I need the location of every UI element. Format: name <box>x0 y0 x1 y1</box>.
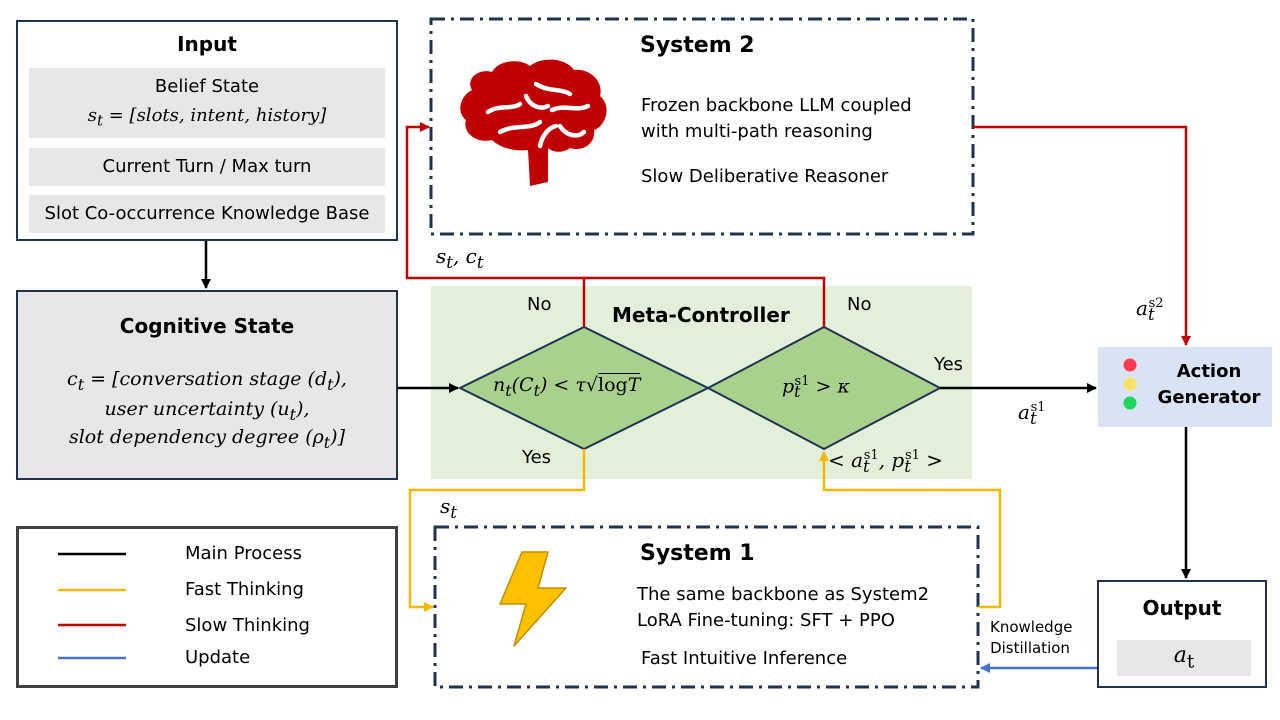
no-label-2: No <box>847 294 872 315</box>
edge-label-a-s1: ats1 <box>1018 400 1046 428</box>
system1-to-confidence-arrow <box>819 451 1002 609</box>
current-turn-label: Current Turn / Max turn <box>102 156 312 177</box>
pair-label: < ats1, pts1 > <box>828 448 944 476</box>
legend-label-fast: Fast Thinking <box>185 579 304 600</box>
system1-box <box>433 525 980 689</box>
action-generator-line1: Action <box>1176 361 1242 382</box>
cognitive-state-box: Cognitive State ct = [conversation stage… <box>16 290 398 480</box>
slow-path-branch-2 <box>584 276 826 327</box>
legend-label-update: Update <box>185 647 251 668</box>
output-box: Output at <box>1097 580 1267 688</box>
fast-path-to-system1 <box>408 449 586 612</box>
system2-desc2: with multi-path reasoning <box>641 121 873 142</box>
belief-state-panel: Belief State st = [slots, intent, histor… <box>29 68 385 138</box>
system2-to-action-arrow <box>973 125 1191 346</box>
knowledge-distillation-label-2: Distillation <box>990 639 1070 657</box>
cognitive-state-title: Cognitive State <box>119 314 295 338</box>
system2-desc1: Frozen backbone LLM coupled <box>641 95 912 116</box>
output-title: Output <box>1142 596 1222 620</box>
legend-label-main: Main Process <box>185 543 302 564</box>
edge-label-st-ct: st, ct <box>436 244 484 272</box>
meta-controller-title: Meta-Controller <box>612 303 790 327</box>
output-value: at <box>1117 640 1251 676</box>
current-turn-panel: Current Turn / Max turn <box>29 148 385 186</box>
knowledge-base-label: Slot Co-occurrence Knowledge Base <box>44 203 370 224</box>
input-box: Input Belief State st = [slots, intent, … <box>16 20 398 241</box>
edge-label-st: st <box>440 494 457 522</box>
action-generator-line2: Generator <box>1157 387 1261 408</box>
belief-state-formula: st = [slots, intent, history] <box>87 105 327 130</box>
cognitive-state-line3: slot dependency degree (ρt)] <box>68 426 345 452</box>
slow-path-to-system2 <box>405 122 586 327</box>
cognitive-state-line1: ct = [conversation stage (dt), <box>67 368 347 394</box>
edge-label-a-s2: ats2 <box>1136 296 1164 324</box>
system2-title: System 2 <box>640 33 755 58</box>
belief-state-label: Belief State <box>154 76 260 97</box>
system1-desc2: LoRA Fine-tuning: SFT + PPO <box>637 610 895 631</box>
brain-icon <box>460 59 607 187</box>
yes-label-2: Yes <box>934 354 964 375</box>
cognitive-state-line2: user uncertainty (ut), <box>104 398 310 424</box>
system1-desc1: The same backbone as System2 <box>637 584 930 605</box>
knowledge-base-panel: Slot Co-occurrence Knowledge Base <box>29 195 385 233</box>
lightning-icon <box>499 551 567 647</box>
condition-1-text: nt(Ct) < τ√logT <box>493 373 641 400</box>
system1-desc3: Fast Intuitive Inference <box>641 648 848 669</box>
no-label-1: No <box>527 294 552 315</box>
traffic-light-icon <box>1120 352 1140 418</box>
system2-desc3: Slow Deliberative Reasoner <box>641 166 889 187</box>
yes-label-1: Yes <box>522 447 552 468</box>
legend-label-slow: Slow Thinking <box>185 615 310 636</box>
condition-2-text: pts1 > κ <box>782 374 850 402</box>
knowledge-distillation-label-1: Knowledge <box>990 618 1073 636</box>
system1-title: System 1 <box>640 541 755 566</box>
input-title: Input <box>177 32 237 56</box>
